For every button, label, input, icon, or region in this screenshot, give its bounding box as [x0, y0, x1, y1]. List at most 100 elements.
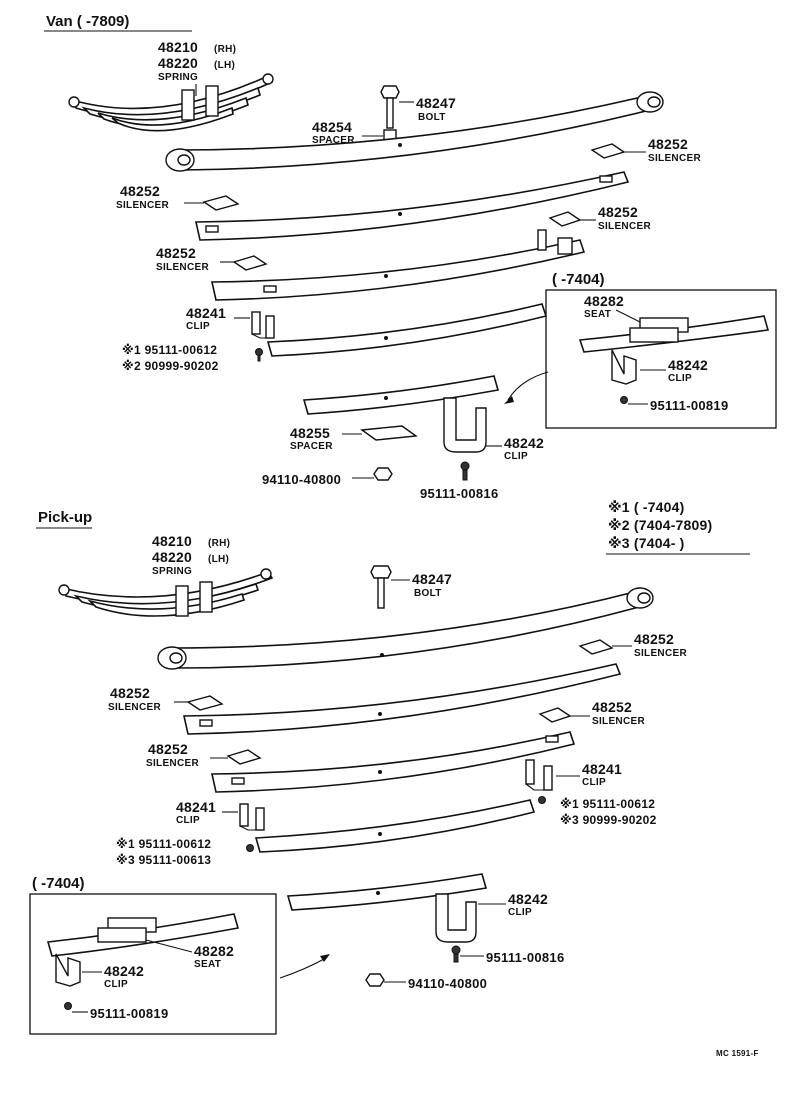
pickup-silencer3-pn: 48252: [592, 699, 632, 715]
pickup-spring-lh-side: (LH): [208, 554, 229, 565]
pickup-silencer3-icon: [538, 707, 572, 723]
pickup-nut-icon: [365, 973, 385, 987]
van-silencer4-pn: 48252: [156, 245, 196, 261]
pickup-clip-right-pn: 48241: [582, 761, 622, 777]
van-clip2-name: CLIP: [504, 451, 528, 462]
van-silencer1-pn: 48252: [648, 136, 688, 152]
pickup-bolt-pn: 48247: [412, 571, 452, 587]
van-inset-bolt: 95111-00819: [650, 398, 729, 413]
pickup-silencer1-pn: 48252: [634, 631, 674, 647]
pickup-screw-l1: ※1 95111-00612: [116, 837, 211, 851]
van-spring-lh-side: (LH): [214, 60, 235, 71]
van-clip1-name: CLIP: [186, 321, 210, 332]
van-spacer-name: SPACER: [312, 135, 355, 146]
pickup-silencer3-name: SILENCER: [592, 716, 645, 727]
pickup-spacer-plate: [286, 873, 488, 911]
pickup-main-leaf: [157, 587, 654, 670]
legend-2: ※2 (7404-7809): [608, 517, 712, 533]
van-inset-header: ( -7404): [552, 271, 605, 288]
van-inset: ( -7404) 48282 SEAT 48242 CLIP 95111-008…: [545, 271, 777, 429]
pickup-inset: ( -7404) 48282 SEAT 48242 CLIP 95111-008…: [29, 875, 277, 1035]
pickup-nut: 94110-40800: [408, 976, 487, 991]
pickup-bolt2-icon: [451, 945, 461, 963]
pickup-leaf-3: [211, 731, 576, 793]
van-screw2: ※2 90999-90202: [122, 359, 219, 373]
pickup-inset-clip-name: CLIP: [104, 979, 128, 990]
van-inset-seat-pn: 48282: [584, 293, 624, 309]
pickup-clip-left-icon: [239, 803, 265, 831]
van-silencer2-name: SILENCER: [116, 200, 169, 211]
pickup-clip-left-name: CLIP: [176, 815, 200, 826]
legend-1: ※1 ( -7404): [608, 499, 685, 515]
pickup-bolt-name: BOLT: [414, 588, 442, 599]
pickup-silencer1-name: SILENCER: [634, 648, 687, 659]
van-spring-assembly-icon: [68, 73, 274, 132]
pickup-screw-r1: ※1 95111-00612: [560, 797, 655, 811]
van-spring-lh-pn: 48220: [158, 55, 198, 71]
pickup-arrow: [279, 957, 327, 979]
van-bolt2-icon: [460, 461, 470, 481]
pickup-bolt-icon: [370, 565, 392, 609]
van-silencer3-icon: [548, 211, 582, 227]
van-clip2-pn: 48242: [504, 435, 544, 451]
pickup-inset-bolt: 95111-00819: [90, 1006, 169, 1021]
van-silencer1-icon: [590, 143, 626, 159]
van-leaf-2: [195, 171, 630, 241]
van-screw1: ※1 95111-00612: [122, 343, 217, 357]
pickup-clip2-icon: [435, 893, 477, 943]
pickup-screw-r3: ※3 90999-90202: [560, 813, 657, 827]
van-spacer-plate: [302, 375, 500, 415]
van-bolt-pn: 48247: [416, 95, 456, 111]
van-arrow: [507, 371, 549, 401]
van-spring-rh-side: (RH): [214, 44, 236, 55]
van-silencer1-name: SILENCER: [648, 153, 701, 164]
pickup-spring-rh-pn: 48210: [152, 533, 192, 549]
van-main-leaf: [165, 91, 664, 172]
legend: ※1 ( -7404) ※2 (7404-7809) ※3 (7404- ): [606, 499, 750, 555]
van-leaf-4: [266, 303, 548, 357]
van-silencer2-icon: [202, 195, 240, 211]
van-nut-icon: [373, 467, 393, 481]
pickup-screw-l3: ※3 95111-00613: [116, 853, 211, 867]
pickup-section: Pick-up 48210 (RH) 48220 (LH) SPRING 482…: [29, 509, 687, 1035]
pickup-clip-left-pn: 48241: [176, 799, 216, 815]
van-silencer3-pn: 48252: [598, 204, 638, 220]
pickup-spring-lh-pn: 48220: [152, 549, 192, 565]
van-spacer2-icon: [360, 425, 418, 441]
van-spring-name: SPRING: [158, 72, 198, 83]
pickup-silencer4-icon: [226, 749, 262, 765]
pickup-leaf-2: [183, 663, 622, 735]
pickup-leaf-4: [254, 799, 536, 853]
pickup-silencer2-icon: [186, 695, 224, 711]
pickup-inset-clip-pn: 48242: [104, 963, 144, 979]
pickup-spring-name: SPRING: [152, 566, 192, 577]
van-screw-icon: [255, 348, 263, 362]
footer-code: MC 1591-F: [716, 1049, 759, 1058]
van-inset-seat-name: SEAT: [584, 309, 611, 320]
van-header: Van ( -7809): [46, 13, 129, 30]
pickup-screw-left-icon: [246, 844, 254, 852]
pickup-silencer4-name: SILENCER: [146, 758, 199, 769]
pickup-silencer1-icon: [578, 639, 614, 655]
pickup-clip-right-icon: [525, 759, 553, 791]
van-silencer2-pn: 48252: [120, 183, 160, 199]
pickup-header: Pick-up: [38, 509, 92, 526]
van-clip1-pn: 48241: [186, 305, 226, 321]
van-spring-rh-pn: 48210: [158, 39, 198, 55]
pickup-inset-seat-pn: 48282: [194, 943, 234, 959]
pickup-clip2-pn: 48242: [508, 891, 548, 907]
van-spacer2-name: SPACER: [290, 441, 333, 452]
pickup-silencer4-pn: 48252: [148, 741, 188, 757]
pickup-screw-right-icon: [538, 796, 546, 804]
van-nut: 94110-40800: [262, 472, 341, 487]
van-spacer-pn: 48254: [312, 119, 352, 135]
van-spacer2-pn: 48255: [290, 425, 330, 441]
van-silencer4-icon: [232, 255, 268, 271]
pickup-spring-rh-side: (RH): [208, 538, 230, 549]
pickup-spring-assembly-icon: [58, 568, 274, 617]
van-silencer3-name: SILENCER: [598, 221, 651, 232]
van-clip1-icon: [251, 311, 275, 339]
pickup-clip-right-name: CLIP: [582, 777, 606, 788]
van-bolt2: 95111-00816: [420, 486, 499, 501]
